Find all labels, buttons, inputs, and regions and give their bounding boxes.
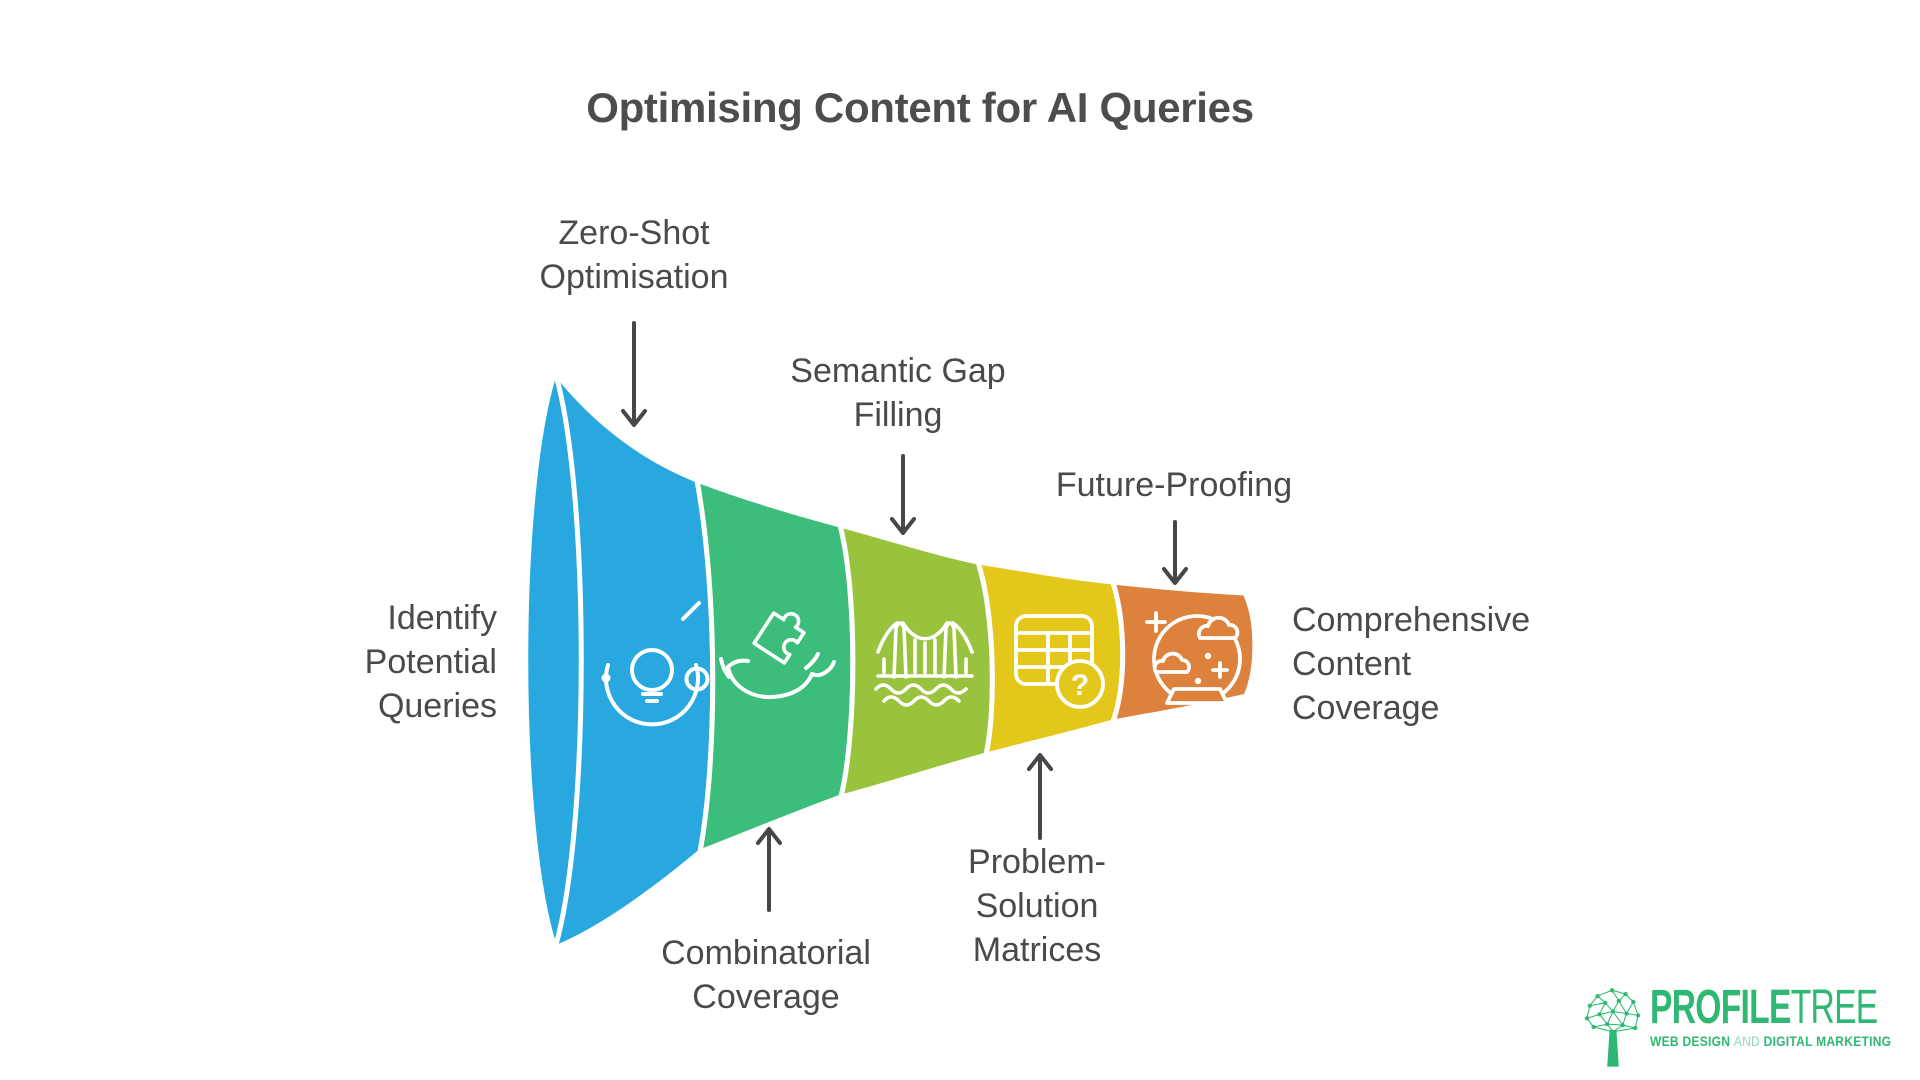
funnel-stage-zero-shot-shape [523,369,716,951]
brand-name: PROFILETREE [1650,981,1878,1034]
stage-label-problem: Problem- Solution Matrices [968,843,1106,969]
lightbulb-idea-icon [601,601,710,727]
stage-label-combinatorial: Combinatorial Coverage [661,934,871,1016]
bridge-icon [874,621,974,707]
matrix-question-icon: ? [1014,614,1105,709]
arrow-combinatorial [756,827,782,912]
stage-label-semantic: Semantic Gap Filling [790,352,1006,434]
brand-logo: PROFILETREE WEB DESIGN AND DIGITAL MARKE… [1584,984,1920,1070]
hand-puzzle-icon [719,611,836,700]
profiletree-logo-icon [1584,988,1641,1067]
arrow-zero-shot [621,321,647,427]
funnel-stage-combinatorial-shape [694,477,856,855]
funnel-stage-problem-shape [975,559,1126,758]
page-title: Optimising Content for AI Queries [586,84,1254,131]
arrow-problem [1027,753,1053,840]
annotation-arrows [621,321,1188,912]
crystal-ball-icon [1145,611,1242,705]
funnel-mouth-rim [552,371,584,949]
stage-label-zero-shot: Zero-Shot Optimisation [539,214,729,296]
brand-text: PROFILETREE WEB DESIGN AND DIGITAL MARKE… [1650,981,1920,1050]
stage-label-future: Future-Proofing [1055,466,1293,504]
arrow-future [1162,520,1188,585]
arrow-semantic [890,454,916,535]
funnel-input-label: Identify Potential Queries [364,599,497,725]
brand-tagline: WEB DESIGN AND DIGITAL MARKETING [1650,1033,1892,1049]
question-mark-glyph: ? [1071,669,1089,702]
funnel-output-label: Comprehensive Content Coverage [1292,601,1531,727]
